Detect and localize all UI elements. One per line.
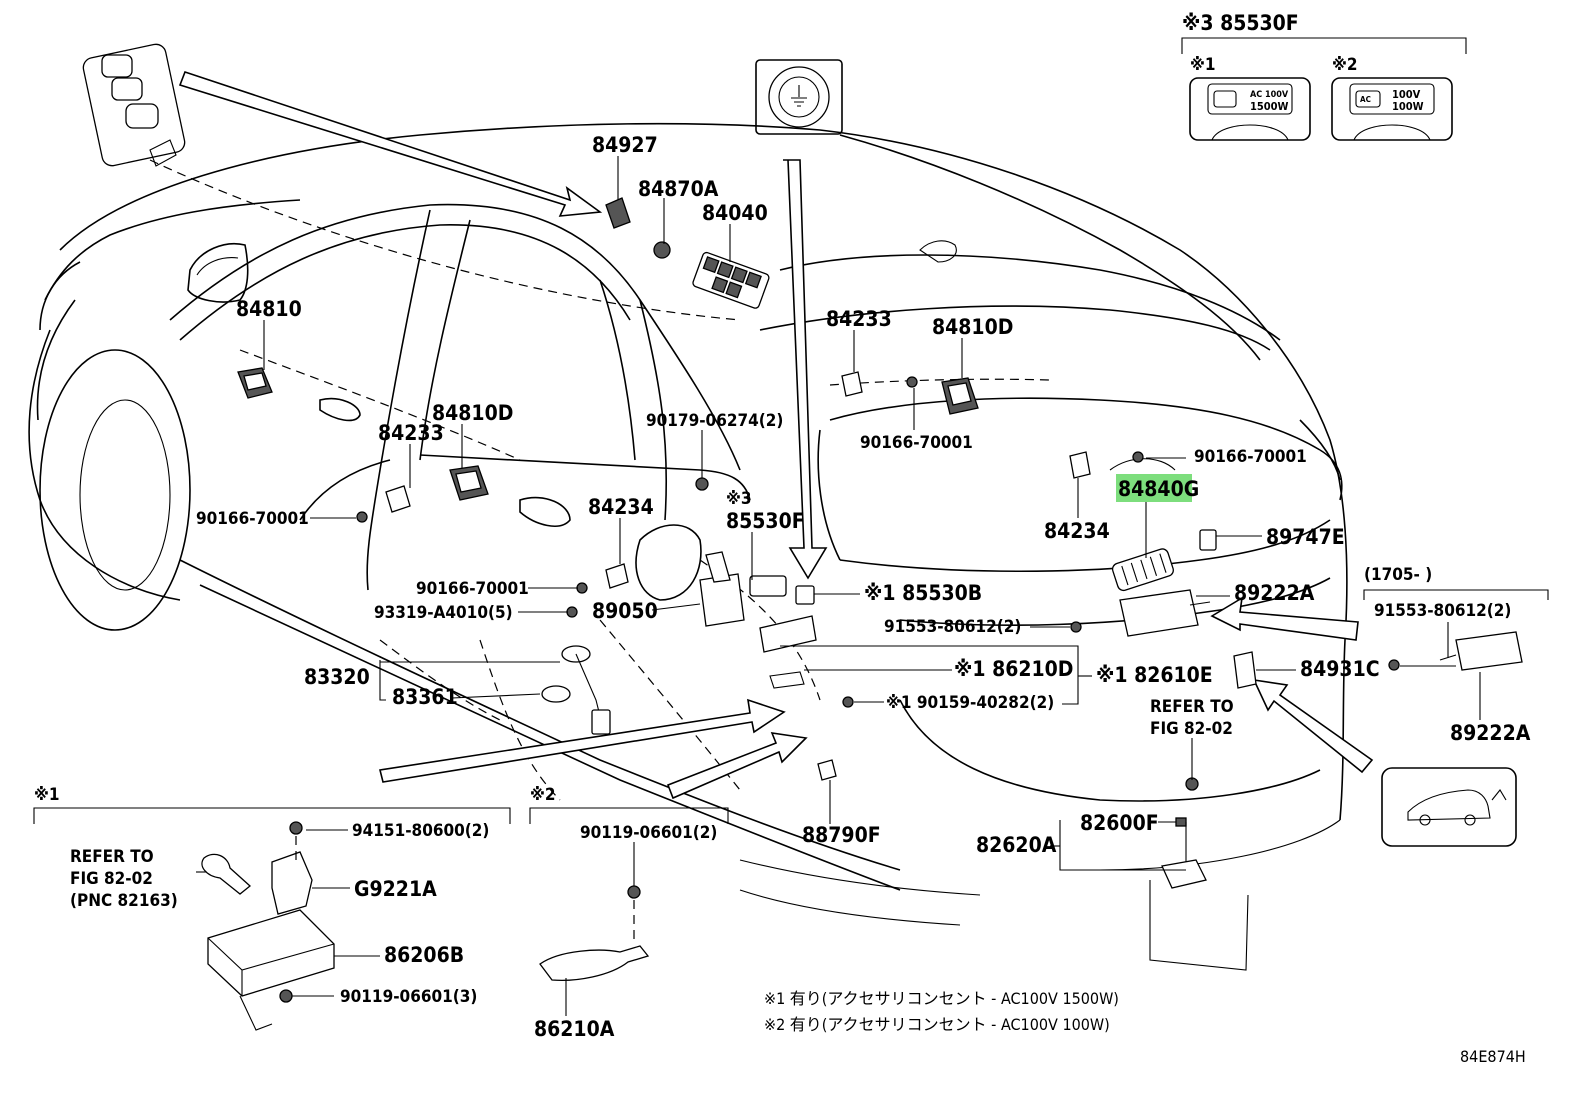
label-84931C[interactable]: 84931C bbox=[1300, 657, 1380, 681]
switch-panel-icon bbox=[82, 43, 186, 167]
label-86210A[interactable]: 86210A bbox=[534, 1017, 615, 1041]
label-90179[interactable]: 90179-06274(2) bbox=[646, 411, 783, 431]
label-85530B[interactable]: ※1 85530B bbox=[864, 581, 982, 605]
label-box1-title: ※1 bbox=[34, 785, 60, 805]
outlet-indicator-100w: AC 100V 100W bbox=[1331, 77, 1453, 141]
label-84840G[interactable]: 84840G bbox=[1118, 477, 1199, 501]
label-84040[interactable]: 84040 bbox=[702, 201, 768, 225]
highlight-84840G bbox=[1116, 474, 1192, 502]
label-box2-title: ※2 bbox=[530, 785, 556, 805]
label-85530F-mid-note: ※3 bbox=[726, 489, 752, 509]
label-93319[interactable]: 93319-A4010(5) bbox=[374, 603, 513, 623]
ground-knob-icon bbox=[755, 59, 843, 135]
outlet2-label-ac: AC bbox=[1360, 95, 1371, 104]
arrow-to-84927 bbox=[178, 70, 603, 217]
label-83320[interactable]: 83320 bbox=[304, 665, 370, 689]
label-90166-lower[interactable]: 90166-70001 bbox=[416, 579, 529, 599]
vehicle-outline bbox=[28, 122, 1348, 926]
subassembly-2 bbox=[529, 807, 729, 1016]
outlet2-label-watt: 100W bbox=[1392, 100, 1424, 113]
label-note1-outlet: ※1 bbox=[1190, 55, 1216, 75]
arrow-to-84931C bbox=[1252, 678, 1374, 774]
outlet1-label-watt: 1500W bbox=[1250, 100, 1289, 113]
leader-lines bbox=[263, 37, 1549, 871]
footnote-2: ※2 有り(アクセサリコンセント - AC100V 100W) bbox=[764, 1015, 1110, 1034]
label-90119-box1[interactable]: 90119-06601(3) bbox=[340, 987, 477, 1007]
arrow-down-center bbox=[783, 159, 828, 580]
arrow-to-86210D bbox=[379, 698, 786, 783]
subassembly-1 bbox=[33, 807, 511, 1031]
labels: ※3 85530F ※1 ※2 84927 84870A 84040 84810… bbox=[34, 11, 1531, 1066]
label-89747E[interactable]: 89747E bbox=[1266, 525, 1345, 549]
label-85530F-mid[interactable]: 85530F bbox=[726, 509, 805, 533]
label-84810[interactable]: 84810 bbox=[236, 297, 302, 321]
label-82600F[interactable]: 82600F bbox=[1080, 811, 1159, 835]
label-90119-box2[interactable]: 90119-06601(2) bbox=[580, 823, 717, 843]
label-84234-left[interactable]: 84234 bbox=[588, 495, 654, 519]
label-90166-left[interactable]: 90166-70001 bbox=[196, 509, 309, 529]
label-84927[interactable]: 84927 bbox=[592, 133, 658, 157]
label-82610E[interactable]: ※1 82610E bbox=[1096, 663, 1213, 687]
label-85530F-top[interactable]: ※3 85530F bbox=[1182, 11, 1299, 35]
label-84233-right[interactable]: 84233 bbox=[826, 307, 892, 331]
label-84810D-right[interactable]: 84810D bbox=[932, 315, 1013, 339]
label-82620A[interactable]: 82620A bbox=[976, 833, 1057, 857]
label-94151[interactable]: 94151-80600(2) bbox=[352, 821, 489, 841]
label-89050[interactable]: 89050 bbox=[592, 599, 658, 623]
label-note2-outlet: ※2 bbox=[1332, 55, 1358, 75]
label-84810D-left[interactable]: 84810D bbox=[432, 401, 513, 425]
label-86206B[interactable]: 86206B bbox=[384, 943, 464, 967]
label-84234-right[interactable]: 84234 bbox=[1044, 519, 1110, 543]
label-89222A-center[interactable]: 89222A bbox=[1234, 581, 1315, 605]
label-refer-to: REFER TO bbox=[1150, 697, 1234, 717]
label-84870A[interactable]: 84870A bbox=[638, 177, 719, 201]
components bbox=[237, 197, 1523, 971]
outlet1-label-ac: AC 100V bbox=[1250, 90, 1289, 100]
footnote-1: ※1 有り(アクセサリコンセント - AC100V 1500W) bbox=[764, 989, 1119, 1008]
outlet2-label-volt: 100V bbox=[1392, 88, 1421, 101]
outlet-indicator-1500w: AC 100V 1500W bbox=[1189, 77, 1311, 141]
label-88790F[interactable]: 88790F bbox=[802, 823, 881, 847]
label-refer-fig[interactable]: FIG 82-02 bbox=[1150, 719, 1233, 739]
arrow-to-89222A bbox=[1210, 596, 1359, 641]
label-89222A-right[interactable]: 89222A bbox=[1450, 721, 1531, 745]
label-90166-center[interactable]: 90166-70001 bbox=[860, 433, 973, 453]
diagram-code: 84E874H bbox=[1460, 1047, 1526, 1066]
label-91553-right[interactable]: 91553-80612(2) bbox=[1374, 601, 1511, 621]
label-box1-refer: REFER TO bbox=[70, 847, 154, 867]
arrow-to-88790F bbox=[666, 732, 808, 800]
label-90159[interactable]: ※1 90159-40282(2) bbox=[886, 693, 1054, 713]
label-90166-right[interactable]: 90166-70001 bbox=[1194, 447, 1307, 467]
label-1705-range: (1705- ) bbox=[1364, 565, 1432, 585]
label-83361[interactable]: 83361 bbox=[392, 685, 458, 709]
label-G9221A[interactable]: G9221A bbox=[354, 877, 437, 901]
label-box1-pnc: (PNC 82163) bbox=[70, 891, 178, 911]
label-84233-left[interactable]: 84233 bbox=[378, 421, 444, 445]
pointer-arrows bbox=[178, 70, 1374, 800]
label-box1-fig[interactable]: FIG 82-02 bbox=[70, 869, 153, 889]
suv-button-icon bbox=[1381, 767, 1517, 847]
label-91553-center[interactable]: 91553-80612(2) bbox=[884, 617, 1021, 637]
label-86210D[interactable]: ※1 86210D bbox=[954, 657, 1074, 681]
